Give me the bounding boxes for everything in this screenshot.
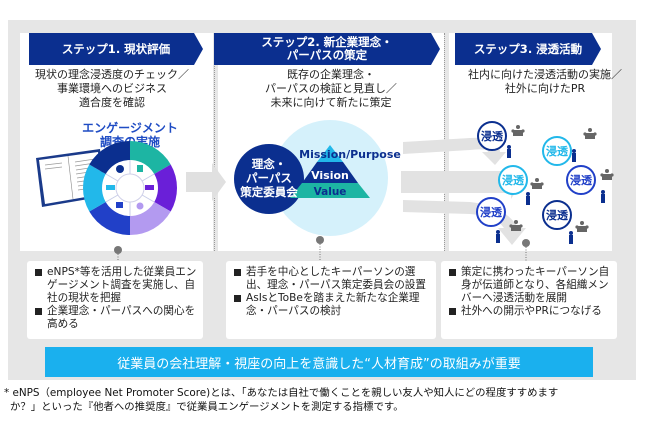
bullet-item: 社外への開示やPRにつなげる (447, 305, 611, 318)
pyramid-vision: Vision (311, 169, 349, 182)
step2-bullets: 若手を中心としたキーパーソンの選出、理念・パーパス策定委員会の設置 AsIsとT… (226, 261, 436, 339)
step3-desc-line: 社外に向けたPR (504, 82, 586, 95)
bullet-item: AsIsとToBeを踏まえた新たな企業理念・パーパスの検討 (232, 292, 430, 318)
footnote-line: か？」といった『他者への推奨度』で従業員エンゲージメントを測定する指標です。 (10, 401, 404, 413)
engagement-title-line: エンゲージメント (82, 121, 178, 135)
step3-bullets: 策定に携わったキーパーソン自身が伝道師となり、各組織メンバーへ浸透活動を展開 社… (441, 261, 617, 339)
step2-desc-line: 既存の企業理念・ (287, 68, 375, 81)
committee-label-line: 理念・ (251, 157, 287, 171)
svg-text:浸透: 浸透 (480, 205, 503, 219)
step1-desc-line: 適合度を確認 (79, 96, 145, 109)
conclusion-banner: 従業員の会社理解・視座の向上を意識した“人材育成”の取組みが重要 (45, 347, 593, 377)
step2-description: 既存の企業理念・ パーパスの検証と見直し／ 未来に向けて新たに策定 (218, 68, 444, 110)
engagement-wheel-icon (83, 141, 177, 235)
step3-title: ステップ3. 浸透活動 (473, 41, 583, 56)
connector-dot (114, 246, 122, 254)
bullet-item: eNPS*等を活用した従業員エンゲージメント調査を実施し、自社の現状を把握 (33, 266, 197, 305)
step1-description: 現状の理念浸透度のチェック／ 事業環境へのビジネス 適合度を確認 (12, 68, 212, 110)
committee-circle (234, 144, 304, 214)
step2-title-line1: ステップ2. 新企業理念・ (261, 35, 393, 49)
bullet-item: 企業理念・パーパスへの関心を高める (33, 305, 197, 331)
step3-banner: ステップ3. 浸透活動 (455, 33, 601, 65)
svg-text:浸透: 浸透 (546, 208, 569, 222)
footnote-line: * eNPS（employee Net Promoter Score)とは、「あ… (4, 387, 559, 399)
divider-1 (214, 33, 215, 251)
step1-desc-line: 現状の理念浸透度のチェック／ (35, 68, 189, 81)
step3-desc-line: 社内に向けた浸透活動の実施／ (468, 68, 622, 81)
step2-desc-line: パーパスの検証と見直し／ (265, 82, 397, 95)
committee-label: 理念・ パーパス 策定委員会 (234, 157, 304, 199)
conclusion-text: 従業員の会社理解・視座の向上を意識した“人材育成”の取組みが重要 (117, 356, 521, 372)
penetration-badges: 浸透 浸透 浸透 浸透 浸透 浸透 (476, 121, 596, 230)
bullet-item: 若手を中心としたキーパーソンの選出、理念・パーパス策定委員会の設置 (232, 266, 430, 292)
step2-banner: ステップ2. 新企業理念・パーパスの策定 (214, 33, 440, 65)
svg-text:浸透: 浸透 (502, 173, 525, 187)
bullet-item: 策定に携わったキーパーソン自身が伝道師となり、各組織メンバーへ浸透活動を展開 (447, 266, 611, 305)
svg-text:浸透: 浸透 (546, 144, 569, 158)
pyramid-value: Value (313, 186, 347, 198)
step2-desc-line: 未来に向けて新たに策定 (270, 96, 392, 109)
step2-title-line2: パーパスの策定 (286, 48, 368, 62)
svg-text:浸透: 浸透 (570, 173, 593, 187)
connector-dot (522, 239, 530, 247)
pyramid-mission: Mission/Purpose (299, 148, 401, 161)
people-icons (496, 125, 614, 244)
connector-dot (316, 236, 324, 244)
step1-bullets: eNPS*等を活用した従業員エンゲージメント調査を実施し、自社の現状を把握 企業… (27, 261, 203, 339)
mission-vision-value-pyramid (290, 145, 370, 198)
step3-description: 社内に向けた浸透活動の実施／ 社外に向けたPR (440, 68, 650, 96)
arrow-right-icon (186, 163, 226, 201)
step1-banner: ステップ1. 現状評価 (29, 33, 203, 65)
committee-label-line: 策定委員会 (240, 185, 298, 199)
step1-title: ステップ1. 現状評価 (61, 41, 171, 56)
footnote: * eNPS（employee Net Promoter Score)とは、「あ… (4, 386, 644, 414)
svg-text:浸透: 浸透 (481, 129, 504, 143)
step1-desc-line: 事業環境へのビジネス (57, 82, 167, 95)
committee-label-line: パーパス (246, 171, 292, 185)
